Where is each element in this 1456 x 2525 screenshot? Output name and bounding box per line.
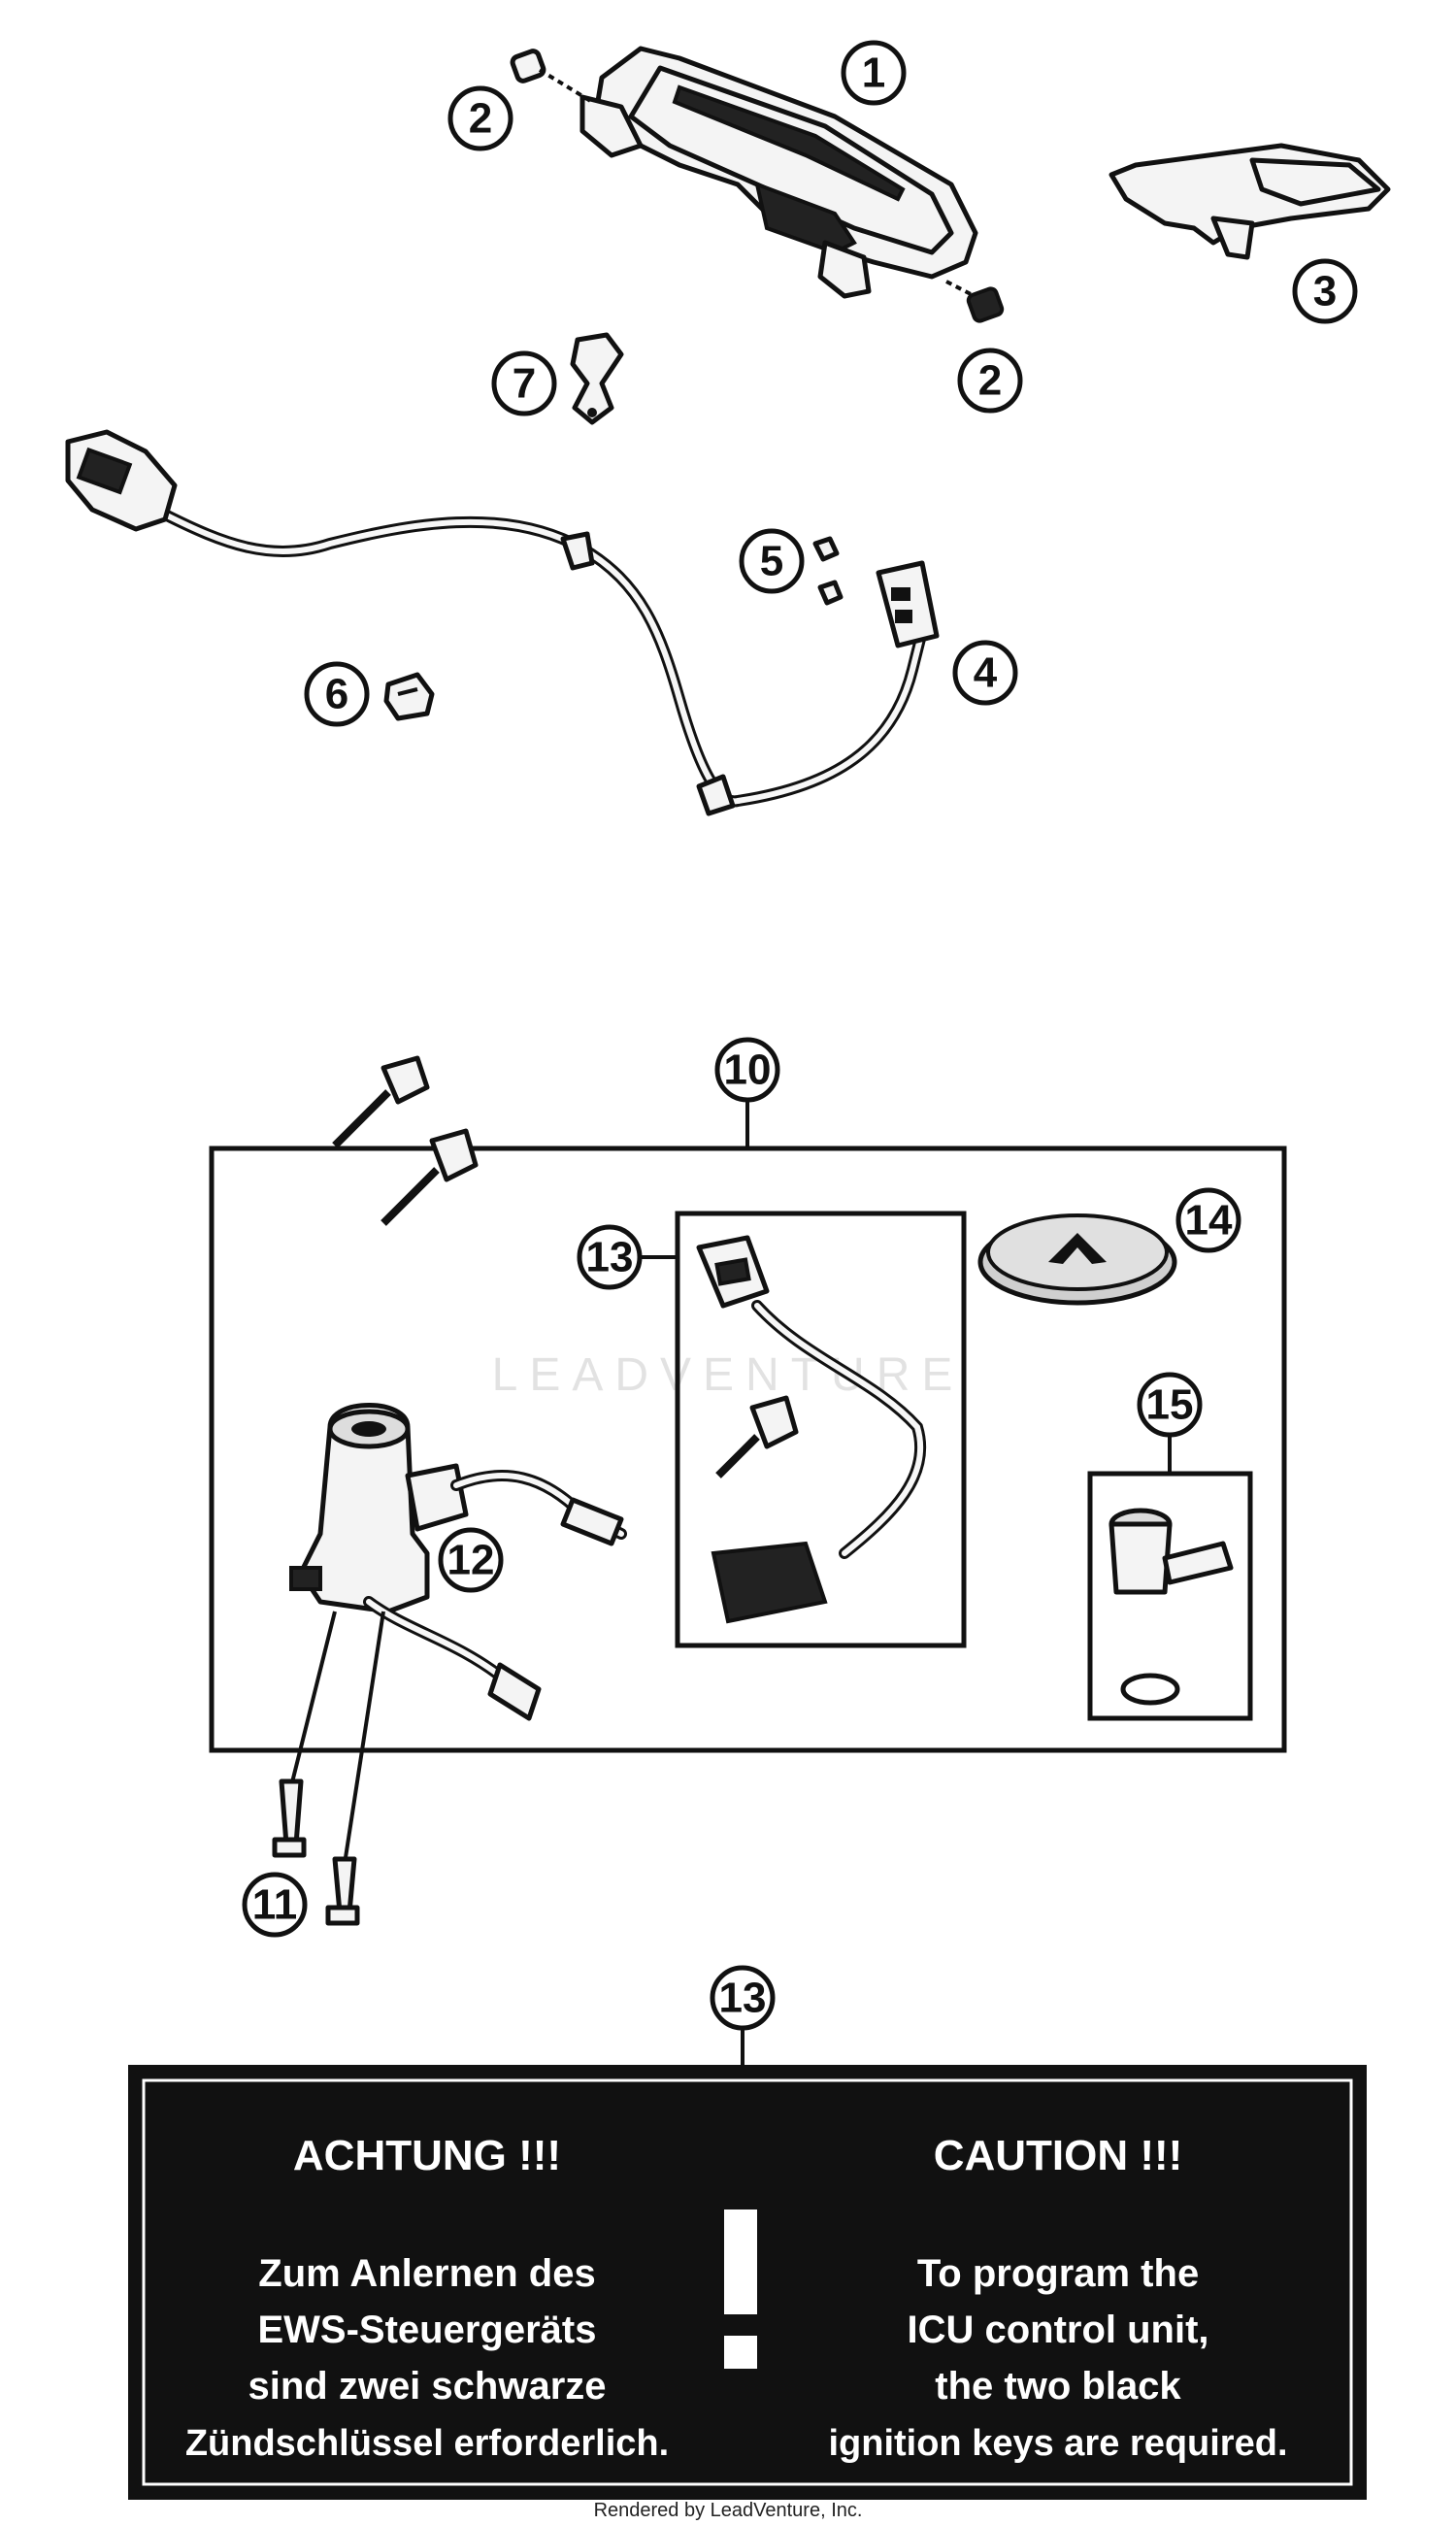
ews-kit-box [675, 1211, 967, 1648]
keys [332, 1055, 479, 1226]
warning-de-line-1: Zum Anlernen des [258, 2252, 595, 2295]
warning-de-line-2: EWS-Steuergeräts [258, 2309, 597, 2351]
instrument-cluster [510, 46, 1005, 323]
callout-2-top: 2 [447, 85, 513, 151]
sensor-plate [876, 560, 940, 648]
callout-12: 12 [438, 1527, 504, 1593]
warning-en-line-4: ignition keys are required. [828, 2423, 1287, 2464]
callout-4: 4 [952, 640, 1018, 706]
callout-11: 11 [242, 1872, 308, 1938]
warning-de-line-3: sind zwei schwarze [248, 2365, 606, 2408]
warning-heading-en: CAUTION !!! [934, 2132, 1183, 2179]
callout-3: 3 [1292, 258, 1358, 324]
svg-text:5: 5 [760, 538, 783, 585]
warning-de-line-4: Zündschlüssel erforderlich. [185, 2423, 669, 2464]
svg-text:10: 10 [724, 1047, 772, 1094]
warning-en-line-2: ICU control unit, [907, 2309, 1208, 2351]
warning-heading-de: ACHTUNG !!! [293, 2132, 561, 2179]
svg-text:1: 1 [862, 50, 885, 97]
svg-text:2: 2 [469, 95, 492, 143]
fuel-cap [977, 1213, 1177, 1306]
footer-credit: Rendered by LeadVenture, Inc. [594, 2500, 863, 2521]
callout-5: 5 [739, 528, 805, 594]
svg-text:11: 11 [252, 1881, 298, 1929]
svg-text:13: 13 [719, 1975, 767, 2022]
wiring-harness [65, 429, 928, 816]
svg-text:6: 6 [325, 671, 348, 718]
callout-15: 15 [1137, 1372, 1203, 1438]
warning-label: ACHTUNG !!! CAUTION !!! Zum Anlernen des… [128, 2065, 1367, 2500]
callout-14: 14 [1175, 1187, 1241, 1253]
svg-text:3: 3 [1313, 268, 1337, 316]
watermark: LEADVENTURE [492, 1349, 965, 1401]
callout-2-right: 2 [957, 348, 1023, 414]
bolts [272, 1611, 385, 1926]
callout-13-kit: 13 [577, 1224, 643, 1290]
svg-text:2: 2 [978, 357, 1002, 405]
svg-text:15: 15 [1146, 1381, 1194, 1429]
cable-clip [383, 672, 435, 721]
ignition-lock [289, 1403, 627, 1721]
exclamation-icon [722, 2208, 759, 2371]
bracket [570, 332, 624, 425]
warning-en-line-1: To program the [917, 2252, 1199, 2295]
svg-text:7: 7 [513, 360, 536, 408]
callout-7: 7 [491, 350, 557, 416]
callout-13-label: 13 [710, 1965, 776, 2031]
svg-text:14: 14 [1185, 1197, 1233, 1245]
callout-1: 1 [841, 40, 907, 106]
cluster-cover [1109, 143, 1391, 260]
screws [812, 536, 844, 606]
callout-10: 10 [714, 1037, 780, 1103]
lock-cylinder [1109, 1508, 1234, 1706]
ews-harness [696, 1235, 927, 1624]
callout-6: 6 [304, 661, 370, 727]
warning-en-line-3: the two black [935, 2365, 1181, 2408]
svg-text:13: 13 [586, 1234, 634, 1281]
svg-text:12: 12 [447, 1537, 495, 1584]
svg-text:4: 4 [974, 649, 998, 697]
